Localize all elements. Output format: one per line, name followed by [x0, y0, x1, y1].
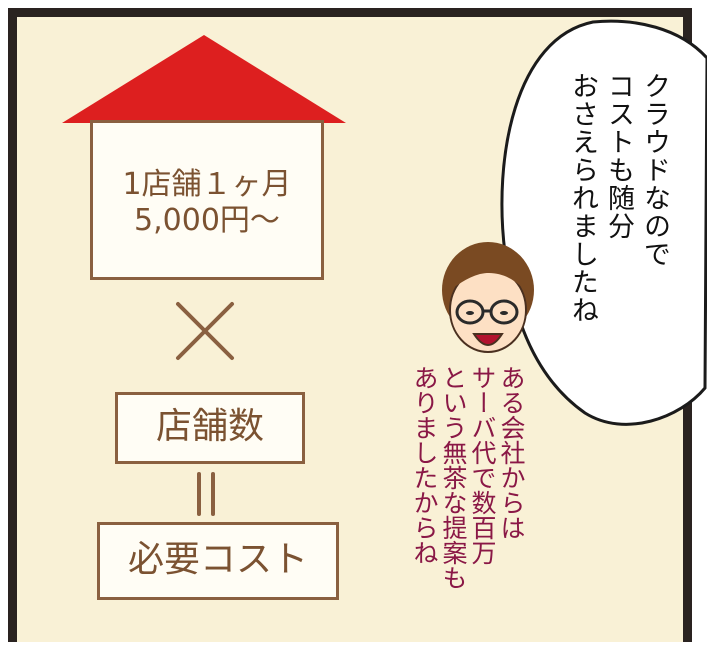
price-per-store-text: 1店舗１ヶ月	[122, 167, 292, 202]
aside-note-text: ある会社からはサーバ代で数百万という無茶な提案もありましたからね	[410, 365, 526, 590]
equals-icon	[197, 472, 215, 516]
store-count-box: 店舗数	[115, 392, 305, 464]
multiply-icon	[176, 302, 234, 360]
house-roof	[62, 35, 346, 123]
price-amount-text: 5,000円〜	[134, 203, 280, 238]
character-avatar	[442, 242, 534, 353]
required-cost-box: 必要コスト	[97, 522, 339, 600]
speech-bubble-text: クラウドなのでコストも随分おさえられましたね	[567, 72, 670, 324]
house-price-card: 1店舗１ヶ月 5,000円〜	[90, 120, 324, 280]
